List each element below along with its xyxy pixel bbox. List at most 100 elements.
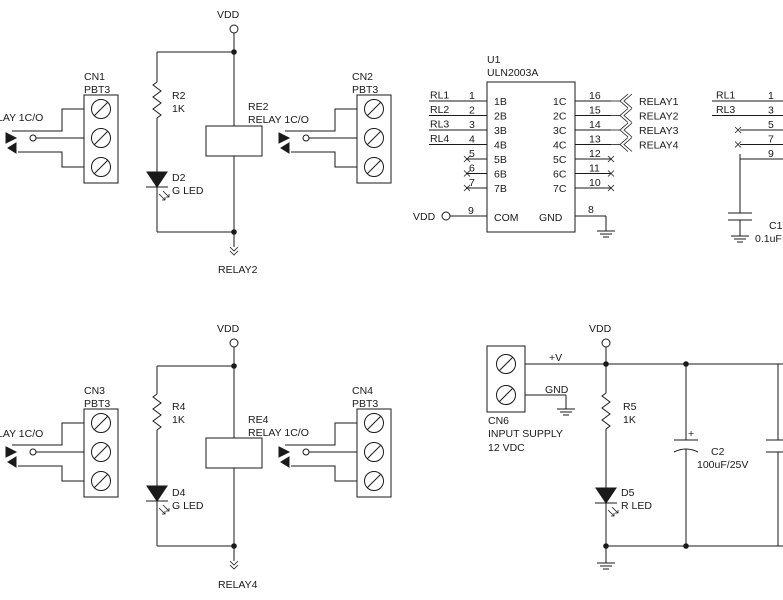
ground-symbol <box>596 230 616 238</box>
d5-value: R LED <box>621 500 652 512</box>
d2-value: G LED <box>172 185 204 197</box>
vdd-terminal <box>229 24 239 34</box>
c2-ref: C2 <box>711 446 725 458</box>
input-net-label: RL2 <box>430 104 449 116</box>
partial-net-label: RL3 <box>716 104 735 116</box>
output-pin-name: 2C <box>553 111 567 123</box>
re2-value: RELAY 1C/O <box>248 114 309 126</box>
resistor-r4 <box>152 393 162 431</box>
output-pin-name: 6C <box>553 169 567 181</box>
gnd-pin-number: 8 <box>588 204 594 216</box>
relay-coil-re2 <box>205 125 263 157</box>
input-pin-name: 2B <box>494 111 507 123</box>
c1-ground <box>730 235 750 243</box>
input-pin-name: 6B <box>494 169 507 181</box>
input-pin-number: 2 <box>469 105 475 117</box>
input-pin-name: 4B <box>494 140 507 152</box>
resistor-r2 <box>152 81 162 119</box>
relay-block-2: VDD RELAY4 R4 1K D4 G LED RE4 RELAY 1C/O… <box>0 323 392 591</box>
cn4-ref: CN4 <box>352 385 373 397</box>
d4-ref: D4 <box>172 487 186 499</box>
cn6-label: INPUT SUPPLY <box>488 428 563 440</box>
led-d2 <box>146 171 168 188</box>
output-pin-name: 1C <box>553 96 567 108</box>
input-pin-number: 7 <box>469 177 475 189</box>
com-pin-name: COM <box>494 212 519 224</box>
resistor-r5 <box>601 392 611 430</box>
input-pin-name: 3B <box>494 125 507 137</box>
c2-polarity: + <box>688 428 694 440</box>
r4-ref: R4 <box>172 401 186 413</box>
cn1-ref: CN1 <box>84 71 105 83</box>
partial-pin-number: 1 <box>768 90 774 102</box>
driver-input-pin-2: RL2 2 2B <box>429 104 507 123</box>
partial-row-pin-9: 9 <box>739 148 783 160</box>
output-pin-name: 7C <box>553 183 567 195</box>
gnd-pin-name: GND <box>539 212 563 224</box>
uln2003a-body <box>486 81 576 233</box>
cn1-value: PBT3 <box>84 84 110 96</box>
output-pin-name: 5C <box>553 154 567 166</box>
relay-coil-re4 <box>205 437 263 469</box>
input-pin-name: 1B <box>494 96 507 108</box>
relay3-contact-label: LAY 1C/O <box>0 428 43 440</box>
net-label-relay4: RELAY4 <box>218 579 258 591</box>
vdd-label-3: VDD <box>589 323 612 335</box>
led-d4 <box>146 485 168 502</box>
re4-value: RELAY 1C/O <box>248 427 309 439</box>
d4-value: G LED <box>172 500 204 512</box>
cn6-ref: CN6 <box>488 415 509 427</box>
relay-block-1: VDD RELAY2 R2 1K D2 G LED RE2 RELAY 1C/O… <box>0 9 392 276</box>
output-pin-number: 13 <box>589 134 601 146</box>
driver-output-pin-12: 5C 12 <box>553 148 615 166</box>
input-pin-number: 1 <box>469 90 475 102</box>
output-pin-number: 16 <box>589 90 601 102</box>
u1-ref: U1 <box>487 54 501 66</box>
supply-gnd-label: GND <box>545 384 569 396</box>
output-pin-number: 12 <box>589 148 601 160</box>
output-pin-number: 10 <box>589 177 601 189</box>
connector-cn1 <box>83 94 119 184</box>
output-net-label: RELAY4 <box>639 140 679 152</box>
input-pin-number: 3 <box>469 119 475 131</box>
driver-input-pin-1: RL1 1 1B <box>429 90 507 108</box>
partial-pin-number: 7 <box>768 134 774 146</box>
net-label-relay2: RELAY2 <box>218 264 258 276</box>
partial-pin-number: 5 <box>768 119 774 131</box>
vdd-label: VDD <box>217 9 240 21</box>
output-pin-name: 4C <box>553 140 567 152</box>
partial-row-pin-5: 5 <box>734 119 783 134</box>
d2-ref: D2 <box>172 172 186 184</box>
input-net-label: RL1 <box>430 90 449 102</box>
relay1-contact-label: LAY 1C/O <box>0 112 43 124</box>
c1-value: 0.1uF <box>755 233 782 245</box>
driver-output-pin-10: 7C 10 <box>553 177 615 195</box>
output-pin-number: 14 <box>589 119 601 131</box>
input-pin-number: 4 <box>469 134 475 146</box>
input-pin-number: 6 <box>469 163 475 175</box>
com-vdd-label: VDD <box>413 211 436 223</box>
driver-input-pin-6: 6 6B <box>463 163 507 181</box>
cn2-value: PBT3 <box>352 84 378 96</box>
connector-cn3 <box>83 408 119 498</box>
cn6-voltage: 12 VDC <box>488 442 525 454</box>
com-pin-number: 9 <box>468 205 474 217</box>
power-supply-section: CN6 INPUT SUPPLY 12 VDC +V GND VDD R5 1K… <box>486 323 783 570</box>
output-net-label: RELAY3 <box>639 125 679 137</box>
r5-value: 1K <box>623 414 636 426</box>
r4-value: 1K <box>172 414 185 426</box>
output-pin-name: 3C <box>553 125 567 137</box>
vdd-label-2: VDD <box>217 323 240 335</box>
partial-pin-number: 9 <box>768 148 774 160</box>
r2-value: 1K <box>172 103 185 115</box>
